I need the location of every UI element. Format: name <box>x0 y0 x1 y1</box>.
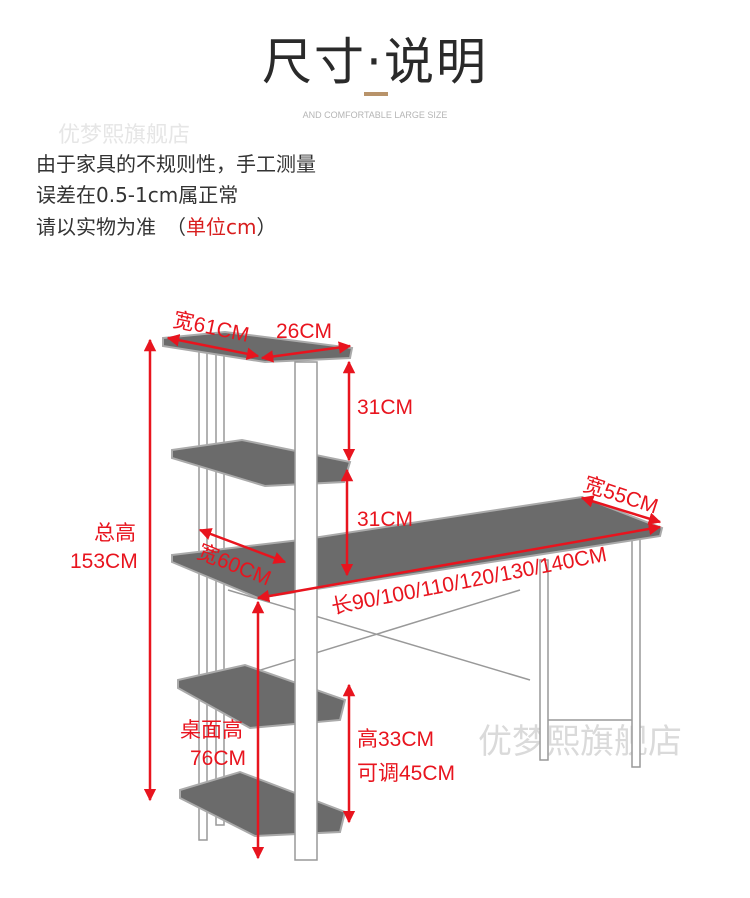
watermark-bottom: 优梦熙旗舰店 <box>478 722 682 762</box>
dimension-arrows <box>143 334 662 860</box>
page-title: 尺寸·说明 <box>262 33 488 91</box>
label-total-height-title: 总高 <box>94 522 136 545</box>
label-shelf-gap-1: 31CM <box>357 396 413 419</box>
label-shelf-gap-2: 31CM <box>357 508 413 531</box>
label-desk-height: 76CM <box>190 747 246 770</box>
label-desk-height-title: 桌面高 <box>180 719 243 742</box>
main-post <box>294 361 318 861</box>
label-total-height: 153CM <box>70 550 138 573</box>
label-lower-gap: 高33CM <box>357 728 434 751</box>
watermark-top: 优梦熙旗舰店 <box>58 123 191 148</box>
title-divider <box>364 92 388 96</box>
note-line-2: 误差在0.5-1cm属正常 <box>36 183 239 207</box>
note-prefix: 请以实物为准 （ <box>36 215 186 239</box>
label-lower-adjust: 可调45CM <box>357 762 455 785</box>
label-top-depth: 26CM <box>276 320 332 343</box>
note-suffix: ） <box>256 215 277 239</box>
page-subtitle: AND COMFORTABLE LARGE SIZE <box>302 110 448 120</box>
note-line-3: 请以实物为准 （单位cm） <box>36 214 276 240</box>
note-line-1: 由于家具的不规则性，手工测量 <box>36 152 316 176</box>
unit-note: 单位cm <box>186 215 257 239</box>
